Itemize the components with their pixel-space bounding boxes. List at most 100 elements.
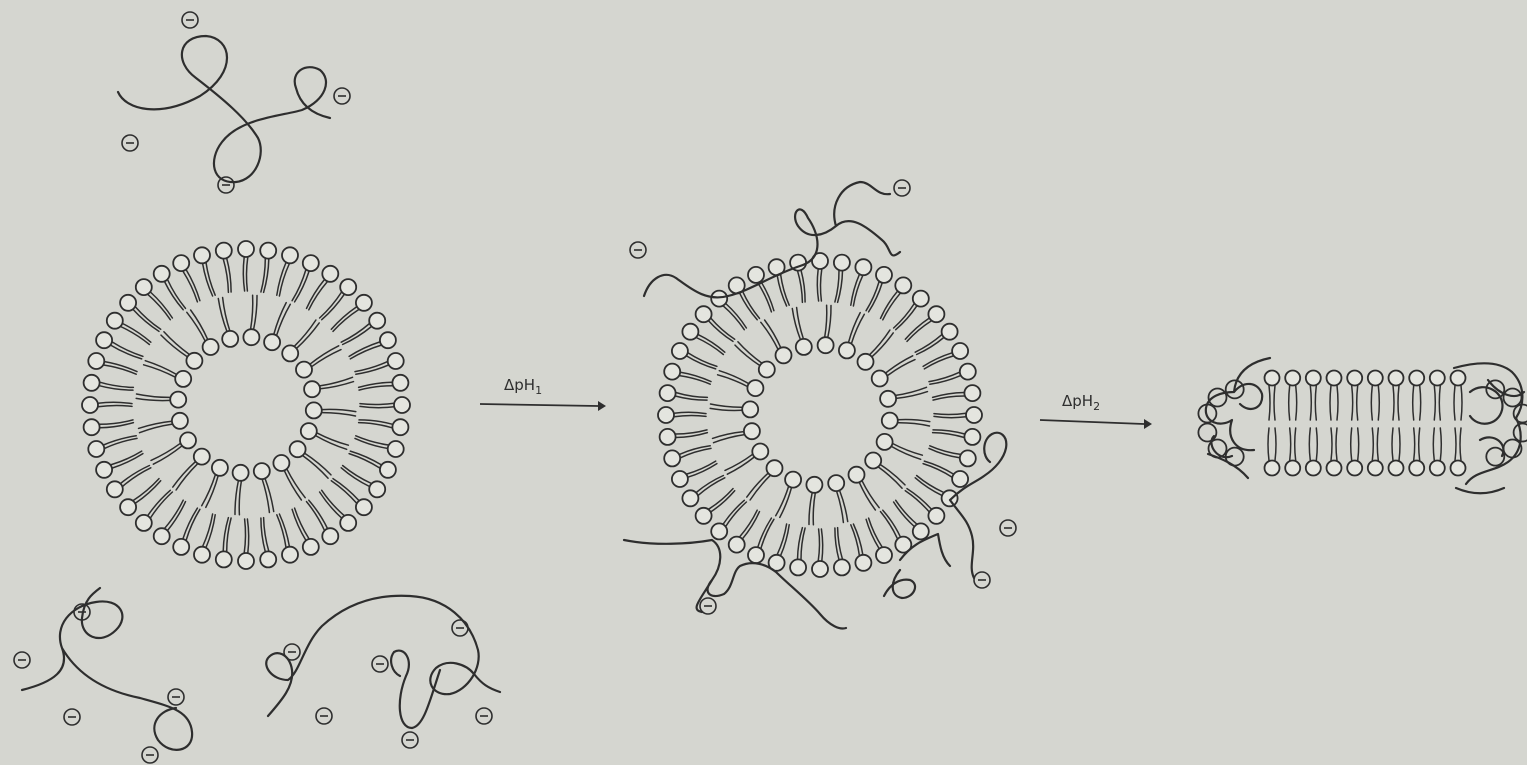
lipid-tail	[896, 500, 917, 524]
lipid-tail	[1274, 386, 1275, 421]
lipid-tail	[360, 403, 394, 404]
lipid-head	[872, 371, 888, 387]
lipid-head	[392, 375, 408, 391]
negative-charge-icon	[122, 135, 138, 151]
lipid-tail	[341, 468, 369, 487]
lipid-head	[855, 259, 871, 275]
arrow-step-2: ΔpH2	[1040, 392, 1152, 429]
lipid-tail	[688, 464, 717, 478]
lipid-head	[839, 342, 855, 358]
lipid-tail	[1439, 386, 1440, 421]
lipid-head	[806, 477, 822, 493]
lipid-tail	[244, 519, 245, 553]
lipid-head	[260, 243, 276, 259]
lipid-head	[173, 539, 189, 555]
lipid-head	[301, 423, 317, 439]
lipid-tail	[743, 512, 760, 539]
lipid-head	[682, 324, 698, 340]
lipid-head	[180, 432, 196, 448]
lipid-tail	[343, 466, 372, 484]
negative-charge-icon	[182, 12, 198, 28]
lipid-tail	[310, 346, 339, 364]
polymer-chain-top	[118, 36, 330, 182]
lipid-tail	[1372, 428, 1373, 461]
lipid-head	[1198, 424, 1216, 442]
lipid-tail	[886, 356, 913, 373]
lipid-tail	[98, 405, 132, 406]
negative-charge-icon	[218, 177, 234, 193]
lipid-tail	[849, 313, 861, 343]
lipid-head	[913, 291, 929, 307]
negative-charge-icon	[452, 620, 468, 636]
lipid-head	[952, 343, 968, 359]
lipid-tail	[322, 490, 345, 515]
lipid-head	[1327, 371, 1342, 386]
lipid-tail	[343, 327, 372, 345]
lipid-head	[664, 364, 680, 380]
lipid-head	[233, 465, 249, 481]
lipid-head	[282, 547, 298, 563]
lipid-head	[785, 472, 801, 488]
lipid-tail	[333, 479, 359, 501]
lipid-tail	[1398, 386, 1399, 421]
lipid-tail	[186, 270, 200, 301]
negative-charge-icon	[894, 180, 910, 196]
lipid-head	[1285, 461, 1300, 476]
lipid-tail	[817, 269, 818, 301]
lipid-head	[1451, 371, 1466, 386]
lipid-tail	[121, 466, 150, 484]
lipid-head	[96, 332, 112, 348]
lipid-tail	[1315, 386, 1316, 421]
lipid-tail	[1269, 386, 1270, 421]
lipid-tail	[316, 436, 347, 450]
lipid-head	[88, 353, 104, 369]
negative-charge-icon	[284, 644, 300, 660]
lipid-tail	[123, 468, 151, 487]
lipid-head	[172, 413, 188, 429]
lipid-head	[136, 279, 152, 295]
lipid-tail	[859, 482, 875, 510]
lipid-tail	[153, 446, 182, 464]
lipid-head	[1347, 371, 1362, 386]
lipid-tail	[907, 489, 932, 510]
lipid-head	[322, 528, 338, 544]
lipid-tail	[924, 461, 953, 474]
lipid-tail	[251, 295, 253, 329]
lipid-head	[790, 559, 806, 575]
lipid-tail	[320, 492, 342, 518]
lipid-head	[672, 343, 688, 359]
lipid-tail	[176, 464, 198, 490]
negative-charge-icon	[334, 88, 350, 104]
lipid-head	[96, 462, 112, 478]
lipid-tail	[295, 271, 310, 302]
lipid-head	[82, 397, 98, 413]
lipid-tail	[1433, 428, 1434, 461]
lipid-tail	[714, 435, 745, 443]
lipid-head	[1198, 405, 1216, 423]
lipid-tail	[1289, 386, 1290, 421]
lipid-tail	[223, 298, 230, 331]
lipid-head	[394, 397, 410, 413]
lipid-tail	[696, 338, 723, 355]
lipid-tail	[165, 282, 184, 310]
lipid-head	[966, 407, 982, 423]
lipid-tail	[780, 488, 792, 518]
lipid-head	[855, 555, 871, 571]
arrow-head	[598, 401, 606, 411]
lipid-tail	[743, 291, 760, 318]
lipid-head	[340, 515, 356, 531]
lipid-head	[928, 306, 944, 322]
lipid-head	[1327, 461, 1342, 476]
lipid-tail	[1378, 386, 1379, 421]
lipid-tail	[104, 436, 137, 445]
lipid-tail	[168, 502, 186, 531]
lipid-tail	[133, 479, 159, 501]
lipid-tail	[161, 335, 187, 357]
negative-charge-icon	[316, 708, 332, 724]
lipid-tail	[917, 476, 944, 493]
lipid-tail	[894, 304, 915, 329]
lipid-head	[186, 353, 202, 369]
lipid-head	[322, 266, 338, 282]
lipid-tail	[1290, 428, 1291, 461]
lipid-tail	[735, 345, 760, 365]
